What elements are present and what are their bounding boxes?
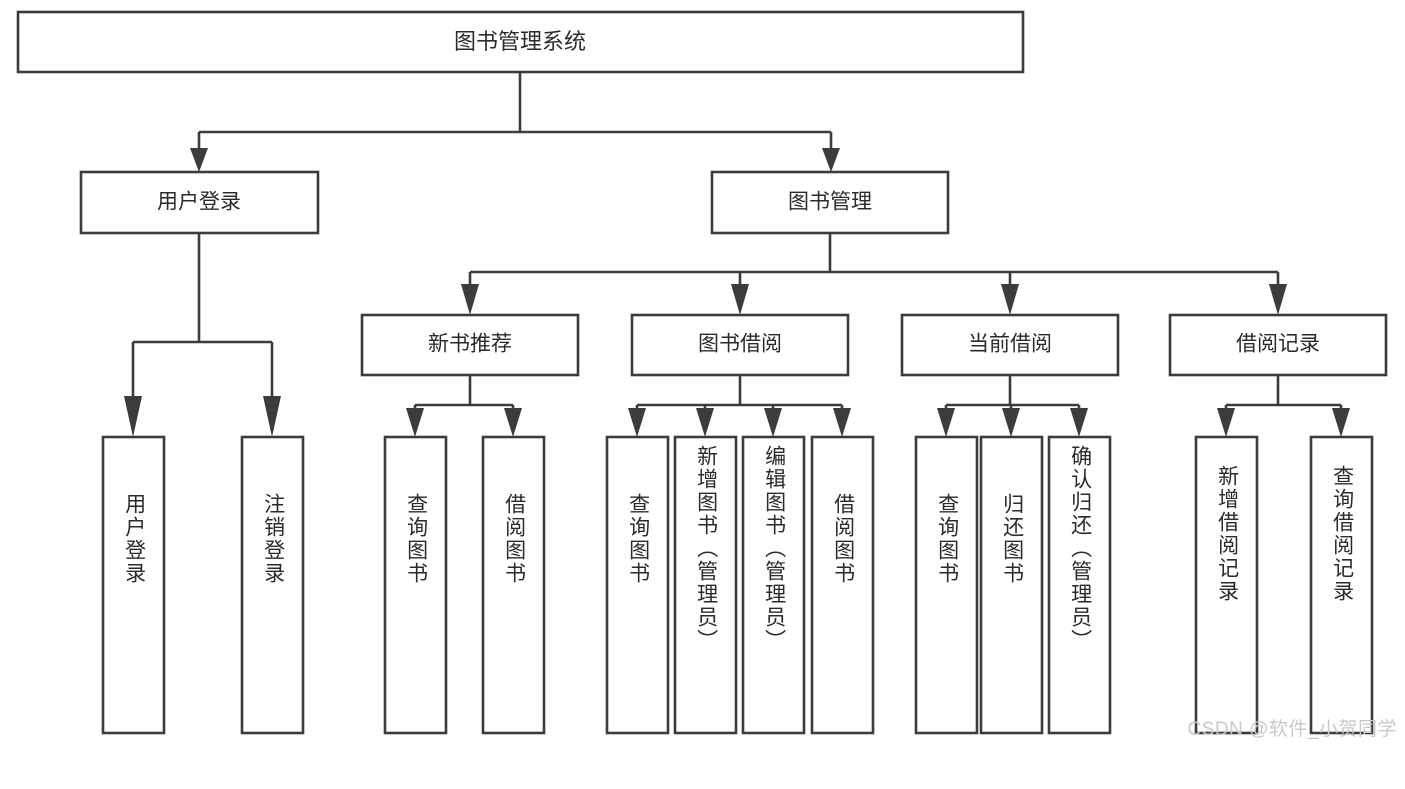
node-current-borrow-box[interactable]: [900, 313, 1120, 377]
arrow-head-icon: [190, 148, 208, 172]
leaf-box-query-book-current[interactable]: [914, 435, 979, 735]
node-current-borrow-label: 当前借阅: [968, 333, 1052, 356]
node-book-management[interactable]: 图书管理: [710, 170, 950, 235]
arrow-head-icon: [406, 408, 424, 437]
arrow-head-icon: [1269, 284, 1287, 315]
diagram-canvas: 图书管理系统 用户登录 图书管理: [16, 10, 1388, 735]
arrow-head-icon: [937, 408, 955, 437]
connector-book-management-to-level2: [461, 233, 1287, 315]
arrow-head-icon: [263, 396, 281, 437]
leaf-box-edit-book[interactable]: [741, 435, 806, 735]
connector-book-borrow-to-leaves: [628, 375, 851, 437]
leaf-box-query-book-borrow[interactable]: [605, 435, 670, 735]
leaf-box-confirm-return[interactable]: [1047, 435, 1112, 735]
connector-new-book-recommend-to-leaves: [406, 375, 522, 437]
arrow-head-icon: [1070, 408, 1088, 437]
leaf-box-user-login[interactable]: [101, 435, 166, 735]
node-current-borrow[interactable]: 当前借阅: [900, 313, 1120, 377]
leaf-box-query-borrow-record[interactable]: [1309, 435, 1374, 735]
node-borrow-record-label: 借阅记录: [1236, 333, 1320, 356]
leaf-box-return-book[interactable]: [979, 435, 1044, 735]
connector-root-to-level1: [190, 72, 840, 172]
leaf-box-borrow-book-rec[interactable]: [481, 435, 546, 735]
arrow-head-icon: [1002, 408, 1020, 437]
leaf-box-add-borrow-record[interactable]: [1194, 435, 1259, 735]
arrow-head-icon: [1332, 408, 1350, 437]
node-user-login-box[interactable]: [79, 170, 320, 235]
arrow-head-icon: [461, 284, 479, 315]
arrow-head-icon: [833, 408, 851, 437]
node-book-management-label: 图书管理: [788, 191, 872, 214]
arrow-head-icon: [504, 408, 522, 437]
connector-user-login-to-leaves: [124, 233, 281, 437]
node-user-login-label: 用户登录: [157, 191, 241, 214]
node-new-book-recommend-box[interactable]: [360, 313, 580, 377]
node-root-label: 图书管理系统: [454, 29, 586, 54]
arrow-head-icon: [822, 148, 840, 172]
arrow-head-icon: [628, 408, 646, 437]
leaf-box-query-book-rec[interactable]: [383, 435, 448, 735]
arrow-head-icon: [124, 396, 142, 437]
flowchart-diagram: 图书管理系统 用户登录 图书管理: [16, 10, 1397, 740]
node-root-box[interactable]: [16, 10, 1025, 74]
arrow-head-icon: [1001, 284, 1019, 315]
node-book-borrow[interactable]: 图书借阅: [630, 313, 850, 377]
connector-current-borrow-to-leaves: [937, 375, 1088, 437]
node-borrow-record[interactable]: 借阅记录: [1168, 313, 1388, 377]
arrow-head-icon: [764, 408, 782, 437]
node-new-book-recommend-label: 新书推荐: [428, 333, 512, 356]
node-root[interactable]: 图书管理系统: [16, 10, 1025, 74]
connector-borrow-record-to-leaves: [1217, 375, 1350, 437]
arrow-head-icon: [731, 284, 749, 315]
leaf-box-logout[interactable]: [240, 435, 305, 735]
node-new-book-recommend[interactable]: 新书推荐: [360, 313, 580, 377]
node-user-login[interactable]: 用户登录: [79, 170, 320, 235]
leaf-box-borrow-book[interactable]: [810, 435, 875, 735]
leaf-box-add-book[interactable]: [673, 435, 738, 735]
node-book-borrow-label: 图书借阅: [698, 333, 782, 356]
watermark-text: CSDN @软件_小贺同学: [1187, 719, 1397, 740]
arrow-head-icon: [1217, 408, 1235, 437]
arrow-head-icon: [696, 408, 714, 437]
